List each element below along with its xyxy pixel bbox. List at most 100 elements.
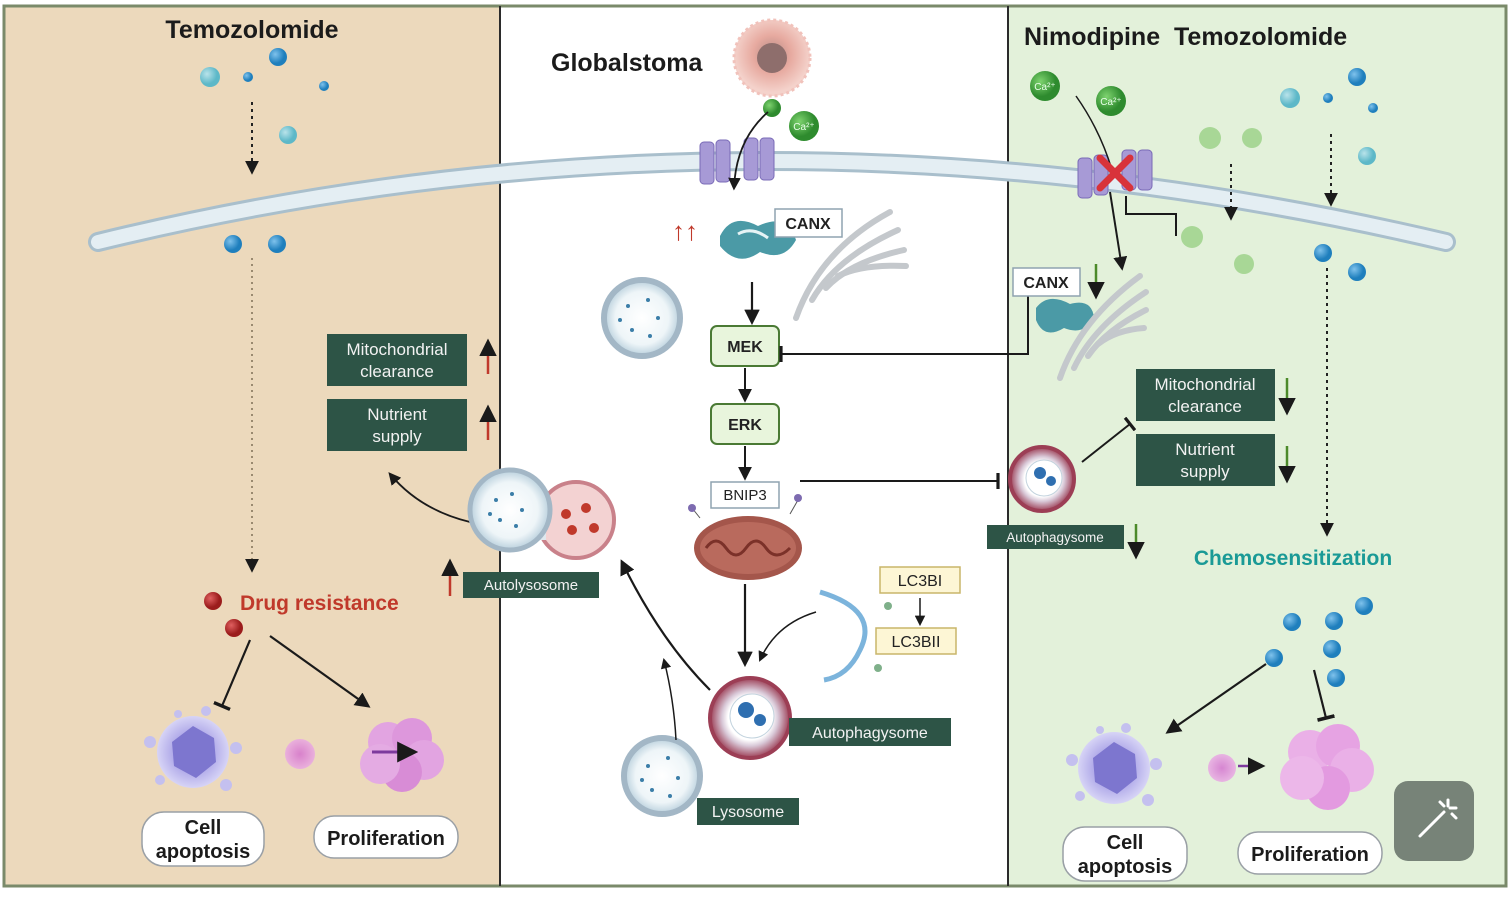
endoplasmic-reticulum-icon [793,209,909,321]
svg-text:Autophagysome: Autophagysome [812,725,928,742]
svg-text:Lysosome: Lysosome [712,804,784,821]
temozolomide-molecule-icon [200,67,220,87]
temozolomide-molecule-icon [1348,68,1366,86]
resistance-inhibits-apoptosis [213,639,252,712]
nutrient-supply-box-right: Nutrient supply [1136,434,1275,486]
temozolomide-molecule-icon [1325,612,1343,630]
lysosome-label: Lysosome [697,798,799,825]
calcium-channel-icon [699,137,775,185]
svg-text:supply: supply [1180,462,1230,481]
autophagosome-label-right: Autophagysome [987,525,1124,549]
lc3-attachment-icon [884,602,892,610]
outer-frame [2,4,1508,888]
temozolomide-molecule-icon [1358,147,1376,165]
magic-wand-icon [1418,798,1458,838]
lc3b2-label: LC3BII [875,627,957,655]
svg-text:Mitochondrial: Mitochondrial [346,340,447,359]
proliferation-pill-left: Proliferation [313,815,459,859]
svg-text:Cell: Cell [1107,832,1144,854]
nimodipine-molecule-icon [1234,254,1254,274]
erk-box: ERK [710,403,780,445]
temozolomide-molecule-icon [224,235,242,253]
svg-text:Mitochondrial: Mitochondrial [1154,375,1255,394]
double-up-arrow-icon: ↑↑ [672,216,698,246]
svg-text:CANX: CANX [785,216,831,233]
drug-promotes-apoptosis [1165,663,1267,734]
phagophore-membrane-icon [819,589,868,683]
svg-text:Proliferation: Proliferation [327,828,445,850]
calcium-influx-arrow [728,111,769,191]
canx-protein-icon-right [1036,298,1094,333]
resistance-promotes-proliferation [269,635,371,708]
canx-label-right: CANX [1012,267,1081,297]
ca-ion-label: Ca²⁺ [793,122,814,133]
svg-text:Proliferation: Proliferation [1251,844,1369,866]
proliferation-pill-right: Proliferation [1237,831,1383,875]
temozolomide-molecule-icon [279,126,297,144]
autolysosome-to-clearance-arrow [388,472,471,523]
right-panel-title: Nimodipine Temozolomide [1024,23,1347,51]
proliferating-cells-icon [360,718,444,792]
drug-inhibits-proliferation [1312,669,1335,722]
autophagosome-icon-middle [708,676,792,760]
svg-text:Nutrient: Nutrient [367,405,427,424]
temozolomide-molecule-icon [1323,640,1341,658]
temozolomide-molecule-icon [269,48,287,66]
nimodipine-molecule-icon [1199,127,1221,149]
temozolomide-molecule-icon [1283,613,1301,631]
svg-text:Nutrient: Nutrient [1175,440,1235,459]
svg-text:Cell: Cell [185,817,222,839]
svg-text:clearance: clearance [1168,397,1242,416]
endoplasmic-reticulum-icon-right [1057,273,1149,381]
svg-text:CANX: CANX [1023,275,1069,292]
svg-text:clearance: clearance [360,362,434,381]
lysosome-icon-upper [601,277,683,359]
temozolomide-molecule-icon [1323,93,1333,103]
lysosome-fusion-arrow [660,657,677,741]
autophagosome-label-middle: Autophagysome [789,718,951,746]
temozolomide-molecule-icon [1280,88,1300,108]
ca-ion-icon [1096,86,1126,116]
autolysosome-label: Autolysosome [463,572,599,598]
drug-resistance-molecule-icon [225,619,243,637]
apoptotic-cell-icon-right [1066,723,1162,806]
autophagosome-inhibits-clearance [1081,416,1137,463]
svg-text:apoptosis: apoptosis [1078,856,1172,878]
cell-apoptosis-pill-left: Cell apoptosis [141,811,265,867]
proliferating-cells-icon-right [1280,724,1374,810]
svg-text:LC3BII: LC3BII [892,634,941,651]
chemosensitization-label: Chemosensitization [1194,547,1392,570]
temozolomide-molecule-icon [268,235,286,253]
magic-wand-button[interactable] [1394,781,1474,861]
svg-text:supply: supply [372,427,422,446]
svg-text:Autophagysome: Autophagysome [1006,530,1104,545]
temozolomide-molecule-icon [319,81,329,91]
ca-ion-label: Ca²⁺ [1100,97,1121,108]
middle-panel-title: Globalstoma [551,49,704,77]
lc3-attachment-icon [874,664,882,672]
lc3b1-label: LC3BI [879,566,961,594]
svg-text:Autolysosome: Autolysosome [484,577,578,594]
drug-resistance-label: Drug resistance [240,592,399,615]
mek-box: MEK [710,325,780,367]
canx-label-middle: CANX [774,208,843,238]
temozolomide-molecule-icon [1265,649,1283,667]
mitochondrial-clearance-box-left: Mitochondrial clearance [327,334,467,386]
temozolomide-molecule-icon [1314,244,1332,262]
autolysosome-icon [467,467,616,560]
svg-text:LC3BI: LC3BI [898,573,942,590]
left-panel-title: Temozolomide [165,16,338,44]
block-x-icon [1096,154,1134,192]
autophagosome-to-autolysosome-arrow [620,559,711,691]
phagophore-arrow [758,611,817,662]
autophagosome-icon-right [1008,445,1076,513]
ca-ion-icon [1030,71,1060,101]
ca-ion-icon [789,111,819,141]
drug-resistance-molecule-icon [204,592,222,610]
channel-bracket [1125,196,1177,236]
tumor-cell-icon [285,739,315,769]
mitochondrial-clearance-box-right: Mitochondrial clearance [1136,369,1275,421]
glioblastoma-cell-icon [732,18,812,98]
